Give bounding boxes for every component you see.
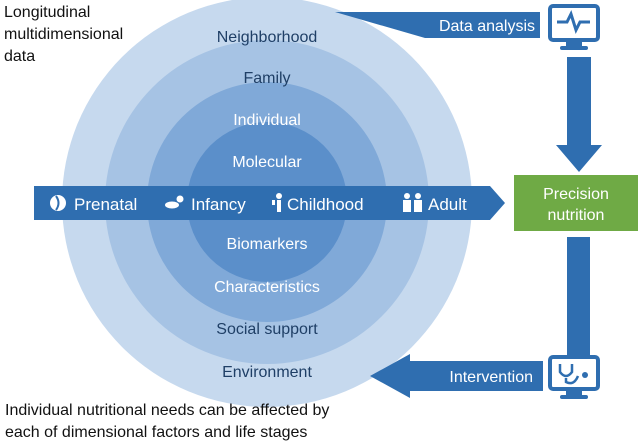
ring-label: Social support	[216, 321, 318, 338]
data-analysis-arrow	[335, 12, 540, 38]
ring-label: Biomarkers	[227, 236, 308, 253]
data-analysis-label: Data analysis	[439, 18, 535, 35]
title-note-line: multidimensional	[4, 26, 124, 43]
down-arrow	[556, 57, 602, 172]
precision-nutrition-box	[514, 175, 638, 231]
title-note-line: Longitudinal	[4, 4, 91, 21]
life-stage-label: Adult	[428, 195, 467, 214]
monitor-ecg-icon	[548, 4, 600, 50]
life-stage-label: Childhood	[287, 195, 364, 214]
title-note-line: data	[4, 48, 36, 65]
fetus-icon	[50, 195, 66, 211]
monitor-stethoscope-icon	[548, 355, 600, 399]
ring-label: Individual	[233, 112, 301, 129]
child-icon	[272, 193, 282, 212]
life-stage-arrow	[34, 186, 505, 220]
title-note: Longitudinal multidimensional data	[4, 2, 123, 68]
down-shaft	[567, 237, 590, 355]
ring-label: Molecular	[232, 154, 302, 171]
ring-label: Environment	[222, 364, 312, 381]
life-stage-label: Infancy	[191, 195, 246, 214]
footer-note: Individual nutritional needs can be affe…	[5, 400, 329, 444]
intervention-label: Intervention	[449, 369, 533, 386]
life-stage-label: Prenatal	[74, 195, 137, 214]
precision-nutrition-label: Precision	[543, 186, 609, 203]
intervention-arrow	[370, 354, 543, 398]
adults-icon	[403, 193, 422, 212]
footer-line: Individual nutritional needs can be affe…	[5, 402, 330, 419]
ring-label: Family	[243, 70, 290, 87]
precision-nutrition-label: nutrition	[548, 207, 605, 224]
ring-label: Neighborhood	[217, 29, 318, 46]
crawling-baby-icon	[165, 195, 184, 209]
ring-label: Characteristics	[214, 279, 320, 296]
footer-line: each of dimensional factors and life sta…	[5, 424, 308, 441]
